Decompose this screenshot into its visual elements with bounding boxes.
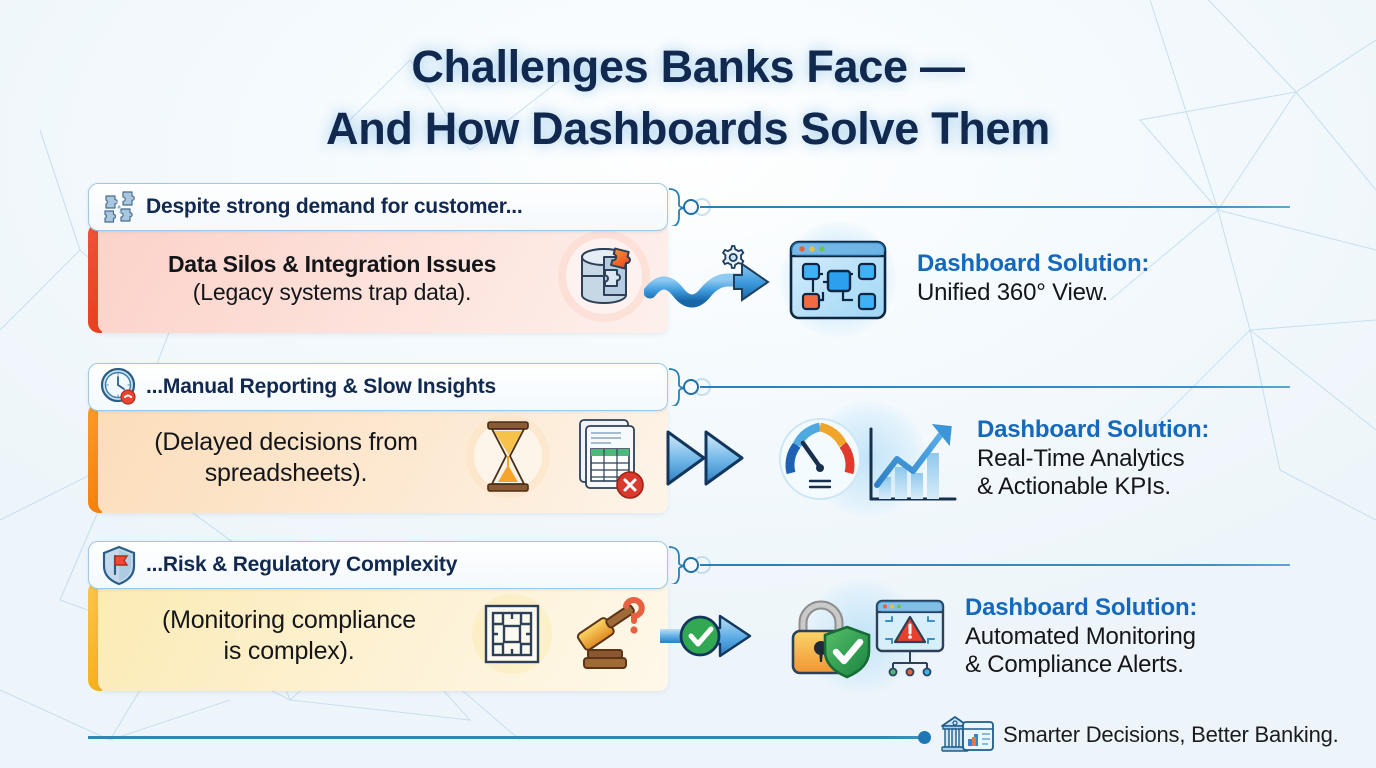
solution-line: & Compliance Alerts. [965,651,1184,679]
problem-line-1: (Monitoring compliance [161,605,417,634]
problem-card-1: Data Silos & Integration Issues (Legacy … [88,223,668,333]
problem-card-3: (Monitoring compliance is complex). [88,581,668,691]
connector-node-1 [683,199,699,215]
title-line-2: And How Dashboards Solve Them [326,103,1050,155]
connector-line-3 [700,564,1290,566]
problem-text-2: (Delayed decisions from spreadsheets). [116,427,460,490]
problem-line-2: is complex). [223,637,355,665]
footer-rule [88,736,924,739]
solution-body-1: Unified 360° View. [917,279,1149,308]
hourglass-icon [460,406,556,511]
clock-delay-icon [98,366,140,408]
title-line-1: Challenges Banks Face — [411,41,965,92]
connector-node-2 [683,379,699,395]
connector-line-2 [700,386,1290,388]
footer-tagline: Smarter Decisions, Better Banking. [1003,722,1339,747]
dashboard-network-window-icon [775,221,901,337]
problem-text-3: (Monitoring compliance is complex). [116,605,466,668]
pill-header-1[interactable]: Despite strong demand for customer... [88,183,668,231]
solution-label-2: Dashboard Solution: [977,415,1210,443]
lock-shield-alert-icon [775,579,949,695]
problem-icons-1 [552,224,660,333]
solution-label-1: Dashboard Solution: [917,250,1150,278]
pill-label-1: Despite strong demand for customer... [146,195,523,218]
solution-line: Automated Monitoring [965,622,1196,650]
transition-3 [648,599,778,677]
maze-icon [466,584,558,689]
spreadsheet-error-icon [558,406,656,511]
solution-body-2: Real-Time Analytics & Actionable KPIs. [977,445,1209,503]
problem-title-1: Data Silos & Integration Issues [167,250,497,277]
problem-icons-3 [466,584,660,689]
solution-text-3: Dashboard Solution: Automated Monitoring… [965,594,1197,680]
footer-node [918,731,931,744]
solution-label-3: Dashboard Solution: [965,593,1198,621]
solution-body-3: Automated Monitoring & Compliance Alerts… [965,623,1197,681]
transition-2 [648,421,768,499]
solution-line: Unified 360° View. [917,279,1109,306]
pill-header-3[interactable]: ...Risk & Regulatory Complexity [88,541,668,589]
page-title: Challenges Banks Face — And How Dashboar… [0,36,1376,160]
pill-label-3: ...Risk & Regulatory Complexity [146,553,458,576]
problem-card-2: (Delayed decisions from spreadsheets). [88,403,668,513]
gauge-growth-chart-icon [775,401,961,517]
check-arrow-icon [658,604,768,673]
solution-line: & Actionable KPIs. [977,473,1171,501]
puzzle-pieces-icon [98,186,140,228]
card-body-3: (Monitoring compliance is complex). [98,581,668,691]
pill-label-2: ...Manual Reporting & Slow Insights [146,375,497,398]
problem-icons-2 [460,406,660,511]
shield-flag-icon [98,544,140,586]
transition-1 [640,241,785,319]
problem-text-1: Data Silos & Integration Issues (Legacy … [116,250,552,306]
fast-forward-arrow-icon [662,426,754,495]
solution-3: Dashboard Solution: Automated Monitoring… [775,577,1346,697]
card-body-1: Data Silos & Integration Issues (Legacy … [98,223,668,333]
gear-wave-arrow-icon [643,240,782,321]
bank-dashboard-icon [938,710,996,758]
problem-sub-1: (Legacy systems trap data). [192,279,472,305]
solution-text-1: Dashboard Solution: Unified 360° View. [917,250,1149,308]
card-body-2: (Delayed decisions from spreadsheets). [98,403,668,513]
problem-line-2: spreadsheets). [204,459,368,487]
problem-line-1: (Delayed decisions from [154,427,418,456]
connector-node-3 [683,557,699,573]
database-puzzle-icon [552,224,656,333]
pill-header-2[interactable]: ...Manual Reporting & Slow Insights [88,363,668,411]
solution-text-2: Dashboard Solution: Real-Time Analytics … [977,416,1209,502]
solution-2: Dashboard Solution: Real-Time Analytics … [775,399,1346,519]
gavel-question-icon [560,584,656,689]
solution-line: Real-Time Analytics [977,444,1185,472]
solution-1: Dashboard Solution: Unified 360° View. [775,219,1346,339]
connector-line-1 [700,206,1290,208]
